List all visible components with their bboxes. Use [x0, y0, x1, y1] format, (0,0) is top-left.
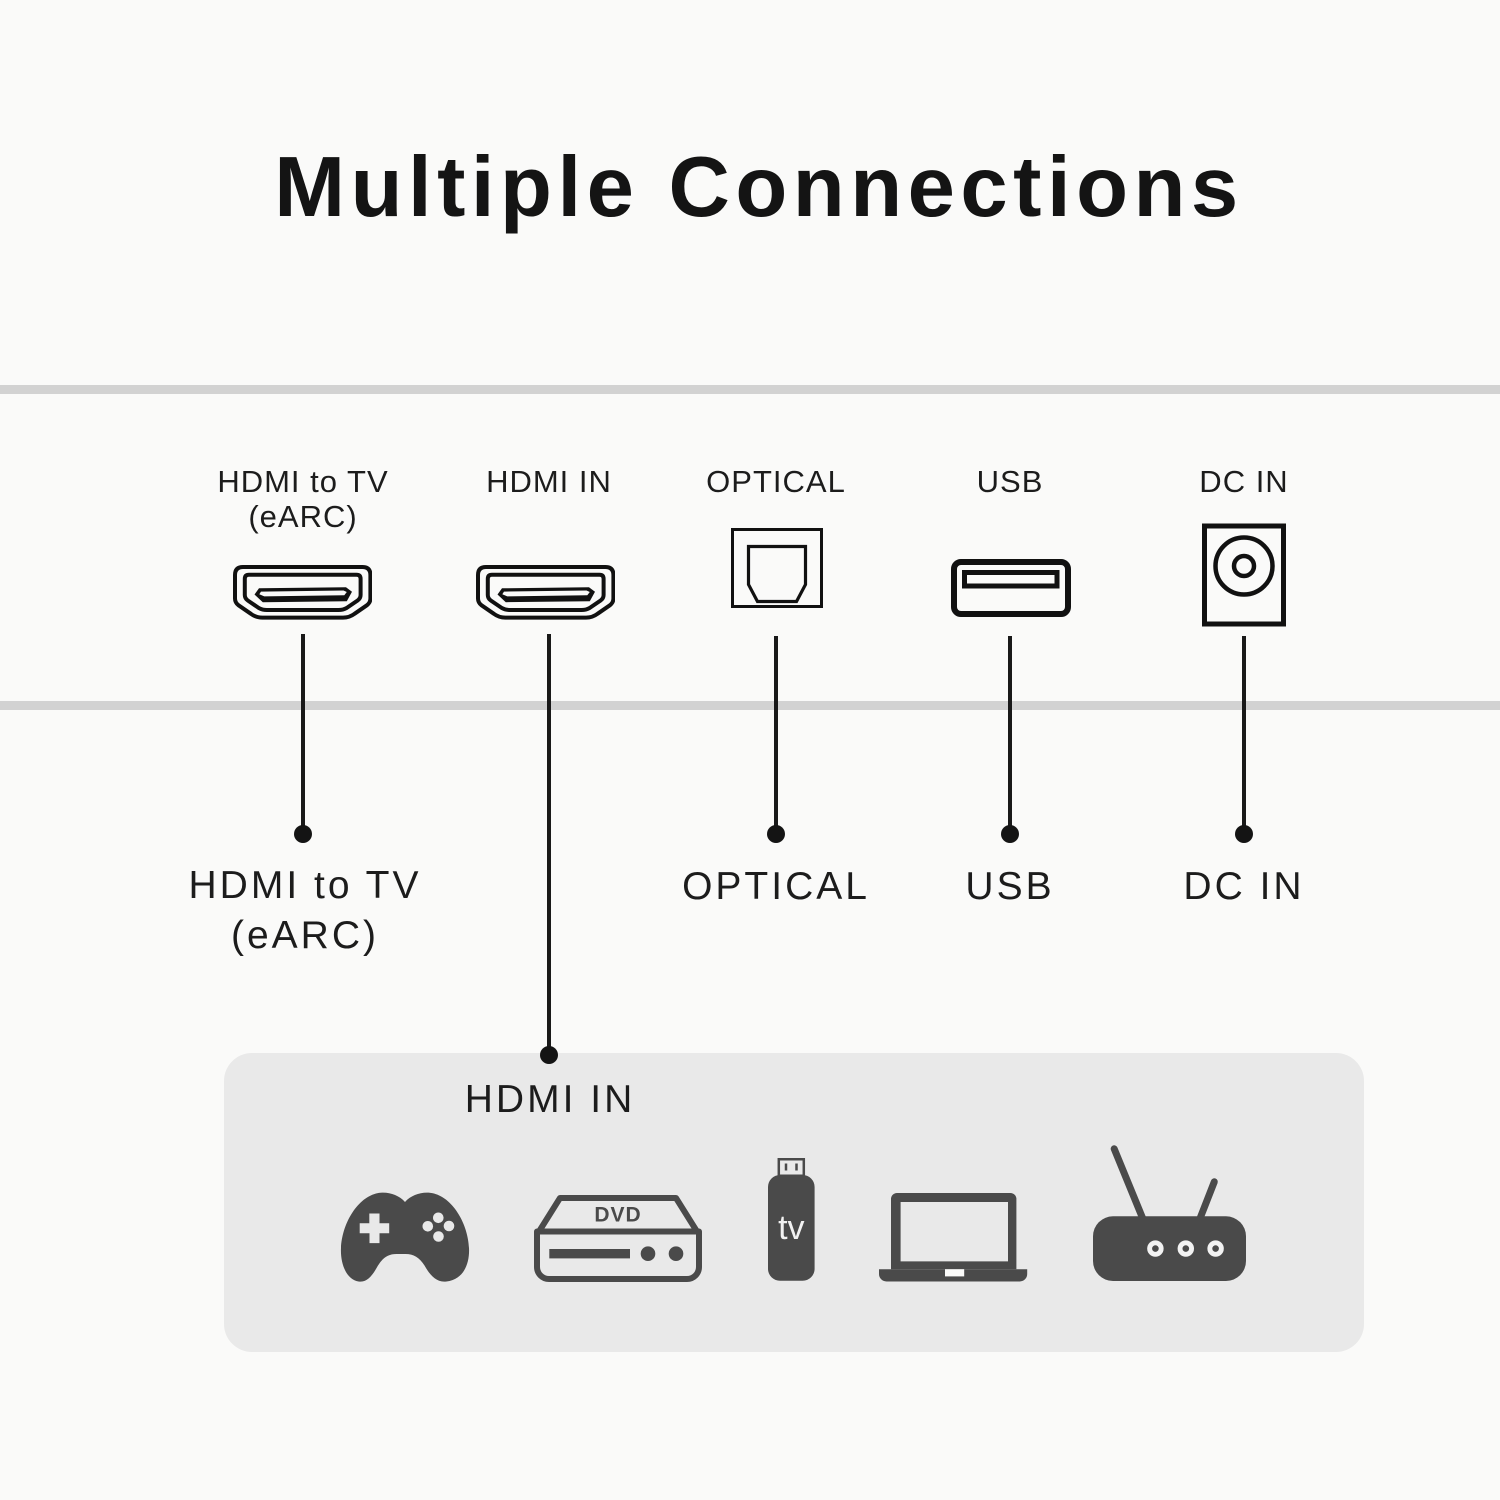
- svg-text:tv: tv: [778, 1209, 804, 1247]
- svg-text:DVD: DVD: [594, 1204, 641, 1227]
